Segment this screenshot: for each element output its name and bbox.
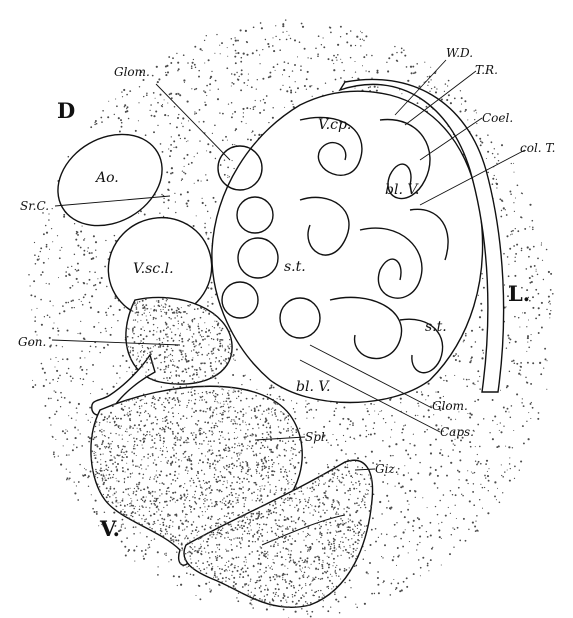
label-spl: Spl. <box>305 431 329 443</box>
label-coel: Coel. <box>482 112 513 124</box>
label-v: V. <box>100 518 120 539</box>
label-sr-c: Sr.C. <box>20 200 49 212</box>
label-giz: Giz. <box>375 463 399 475</box>
label-d: D <box>57 100 75 121</box>
label-caps: Caps. <box>440 426 474 438</box>
label-l: L. <box>508 283 530 304</box>
label-wd: W.D. <box>446 47 473 59</box>
label-bl-v-upper: bl. V. <box>385 183 419 197</box>
label-glom-bottom: Glom. <box>432 400 468 412</box>
label-ao: Ao. <box>96 171 119 185</box>
label-glom-top: Glom. <box>114 66 150 78</box>
leader-tr <box>405 71 476 125</box>
label-col-t: col. T. <box>520 142 555 154</box>
label-gon: Gon. <box>18 336 46 348</box>
label-s-t-upper: s.t. <box>284 260 306 274</box>
label-vcp: V.cp. <box>318 118 351 132</box>
leader-glom-top <box>156 84 230 160</box>
label-v-sc-l: V.sc.l. <box>133 262 174 276</box>
label-tr: T.R. <box>475 64 498 76</box>
label-bl-v-lower: bl. V. <box>296 380 330 394</box>
label-s-t-lower: s.t. <box>425 320 447 334</box>
